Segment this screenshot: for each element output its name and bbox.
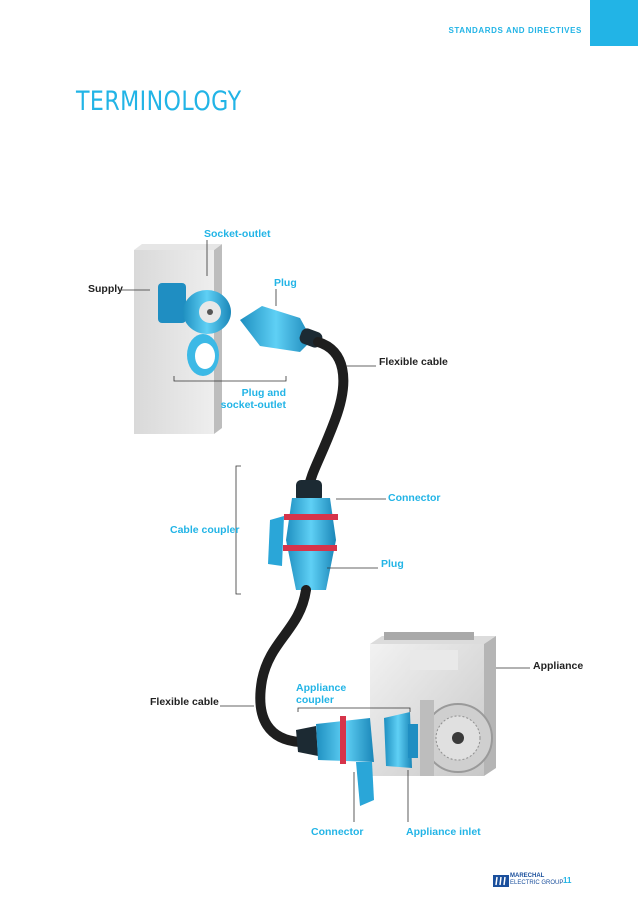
label-appliance-coupler-line1: Appliance [296, 682, 347, 694]
label-plug-and-socket-line1: Plug and [241, 387, 286, 399]
label-supply: Supply [88, 283, 124, 295]
label-socket-outlet: Socket-outlet [204, 228, 271, 240]
flexible-cable-top [303, 337, 349, 495]
footer-logo-text: MARECHAL ELECTRIC GROUP [510, 873, 563, 887]
label-plug-and-socket-line2: socket-outlet [220, 399, 286, 411]
label-plug-top: Plug [274, 277, 297, 289]
marechal-logo-icon [493, 875, 509, 887]
leader-lines [121, 240, 530, 822]
flexible-cable-bottom [255, 585, 311, 747]
socket-outlet-image [158, 283, 231, 376]
label-appliance-coupler: Appliance coupler [296, 682, 346, 706]
logo-line1: MARECHAL [510, 873, 545, 879]
label-flexible-cable-bottom: Flexible cable [150, 696, 219, 708]
logo-line2: ELECTRIC GROUP [510, 880, 564, 886]
page-title: TERMINOLOGY [76, 86, 242, 117]
header-color-band [590, 0, 638, 46]
page-number: 11 [563, 876, 572, 885]
label-connector-mid: Connector [388, 492, 441, 504]
label-flexible-cable-top: Flexible cable [379, 356, 448, 368]
label-connector-bottom: Connector [311, 826, 364, 838]
label-appliance-inlet: Appliance inlet [406, 826, 481, 838]
label-plug-and-socket-outlet: Plug and socket-outlet [206, 387, 286, 411]
label-appliance-coupler-line2: coupler [296, 694, 334, 706]
appliance-coupler-image [296, 712, 418, 806]
label-appliance: Appliance [533, 660, 584, 672]
section-header: STANDARDS AND DIRECTIVES [448, 26, 582, 35]
cable-coupler-image [268, 480, 338, 590]
plug-top-image [240, 306, 323, 352]
label-plug-mid: Plug [381, 558, 404, 570]
label-cable-coupler: Cable coupler [170, 524, 240, 536]
